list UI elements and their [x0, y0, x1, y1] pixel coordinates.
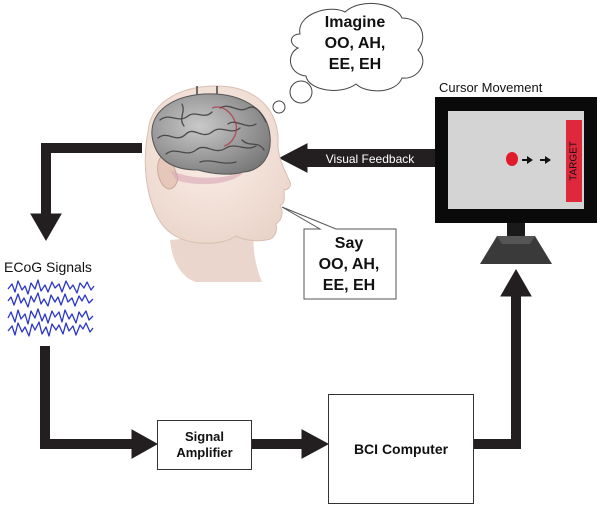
- cursor-dot: [506, 152, 518, 166]
- ecog-signal-waves: [7, 279, 95, 337]
- arrow-ecog-to-amplifier: [40, 346, 136, 449]
- signal-amplifier-line-1: Signal: [184, 429, 224, 444]
- arrowhead-up-monitor: [500, 268, 532, 297]
- thought-bubble-icon: [272, 2, 424, 114]
- cursor-movement-label: Cursor Movement: [439, 80, 543, 95]
- bci-computer-box: BCI Computer: [328, 394, 474, 504]
- arrow-head-to-ecog: [41, 143, 142, 218]
- monitor-icon: [435, 97, 597, 264]
- thought-line-1: Imagine: [324, 14, 386, 31]
- say-line-2: OO, AH,: [318, 256, 380, 273]
- arrowhead-left-feedback: [278, 143, 308, 173]
- target-label: TARGET: [569, 141, 580, 181]
- bci-computer-label: BCI Computer: [353, 441, 449, 457]
- flow-arrows: [30, 143, 532, 459]
- thought-line-2: OO, AH,: [324, 35, 386, 52]
- arrowhead-right-bci: [301, 429, 330, 459]
- arrowhead-right-amplifier: [131, 429, 159, 459]
- thought-bubble-text: Imagine OO, AH, EE, EH: [300, 12, 410, 75]
- head-with-brain-icon: [144, 85, 291, 282]
- arrowhead-down-ecog: [30, 213, 62, 242]
- ecog-signals-label: ECoG Signals: [4, 259, 92, 275]
- speech-bubble-text: Say OO, AH, EE, EH: [306, 233, 392, 296]
- arrow-bci-to-monitor: [474, 292, 521, 449]
- thought-line-3: EE, EH: [328, 56, 382, 73]
- target-bar: [566, 120, 582, 202]
- speech-bubble-icon: [281, 206, 397, 300]
- signal-amplifier-line-2: Amplifier: [176, 445, 233, 460]
- arrow-visual-feedback: [304, 149, 436, 167]
- signal-amplifier-box: Signal Amplifier: [157, 420, 252, 470]
- say-line-3: EE, EH: [322, 277, 376, 294]
- say-line-1: Say: [334, 235, 364, 252]
- visual-feedback-label: Visual Feedback: [326, 152, 416, 166]
